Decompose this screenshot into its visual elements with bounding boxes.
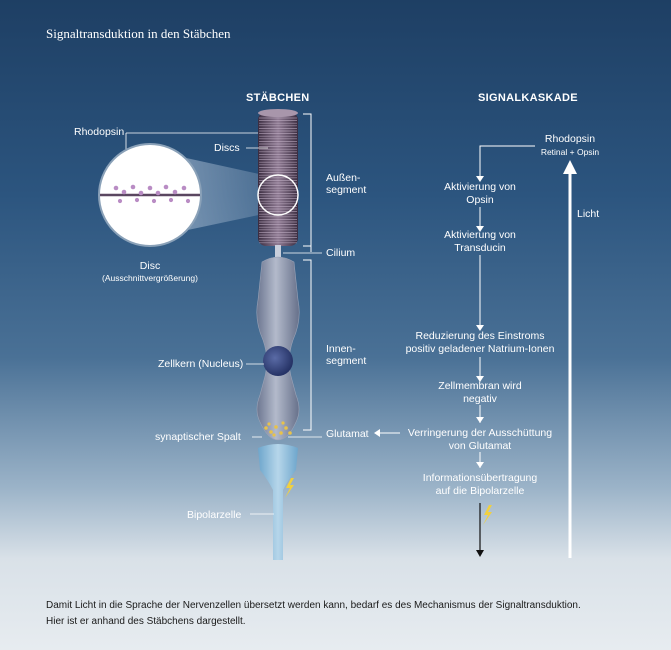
cascade-step-2: Aktivierung von Transducin [380, 229, 580, 255]
page-title: Signaltransduktion in den Stäbchen [46, 26, 231, 41]
outer-segment-bracket [303, 113, 312, 247]
outer-segment-discs [258, 109, 298, 246]
label-inner-segment-1: Innen- [326, 343, 356, 355]
header-rod: STÄBCHEN [246, 92, 310, 104]
inner-segment-bracket [303, 259, 312, 431]
cascade-rhodopsin: Rhodopsin [544, 133, 596, 145]
label-cilium: Cilium [326, 247, 356, 259]
cascade-step-3-line1: Reduzierung des Einstroms [415, 330, 545, 342]
cascade-step-1-line2: Opsin [466, 194, 494, 206]
label-disc-note: (Ausschnittvergrößerung) [102, 273, 198, 283]
arrow-rhodopsin-to-opsin [479, 145, 535, 176]
label-outer-segment-1: Außen- [326, 172, 361, 184]
cascade-step-2-line2: Transducin [454, 242, 506, 254]
cascade-step-1-line1: Aktivierung von [444, 181, 516, 193]
nucleus [263, 346, 293, 376]
label-synaptic-cleft: synaptischer Spalt [155, 431, 241, 443]
label-disc: Disc [139, 260, 161, 272]
bipolar-cell [258, 444, 298, 560]
cascade-step-4-line1: Zellmembran wird [438, 380, 522, 392]
cascade-step-6-line1: Informationsübertragung [422, 472, 538, 484]
label-bipolar-cell: Bipolarzelle [187, 509, 242, 521]
cascade-step-4: Zellmembran wird negativ [380, 380, 580, 406]
footer-line-2: Hier ist er anhand des Stäbchens dargest… [46, 616, 246, 627]
cascade-step-2-line1: Aktivierung von [444, 229, 516, 241]
cascade-step-4-line2: negativ [463, 393, 497, 405]
cascade-step-3: Reduzierung des Einstroms positiv gelade… [365, 330, 595, 356]
footer-text: Damit Licht in die Sprache der Nervenzel… [46, 598, 646, 630]
rod-magnify-ring [257, 174, 299, 216]
disc-magnifier [98, 143, 202, 247]
footer-line-1: Damit Licht in die Sprache der Nervenzel… [46, 600, 581, 611]
cascade-step-3-line2: positiv geladener Natrium-Ionen [405, 343, 555, 355]
cilium [275, 245, 281, 257]
cascade-light: Licht [577, 208, 600, 220]
cascade-step-1: Aktivierung von Opsin [380, 181, 580, 207]
label-nucleus: Zellkern (Nucleus) [158, 358, 244, 370]
cascade-step-5-line2: von Glutamat [448, 440, 512, 452]
label-inner-segment-2: segment [326, 355, 367, 367]
cascade-rhodopsin-sub: Retinal + Opsin [540, 147, 600, 157]
cascade-step-6-line2: auf die Bipolarzelle [435, 485, 525, 497]
label-outer-segment-2: segment [326, 184, 367, 196]
cascade-step-6: Informationsübertragung auf die Bipolarz… [380, 472, 580, 498]
cascade-step-5-line1: Verringerung der Ausschüttung [407, 427, 553, 439]
header-cascade: SIGNALKASKADE [478, 92, 578, 104]
glutamate-vesicles [264, 421, 292, 437]
label-rhodopsin: Rhodopsin [74, 126, 125, 138]
cascade-step-5: Verringerung der Ausschüttung von Glutam… [390, 427, 570, 453]
lightning-icon [285, 478, 294, 498]
label-discs: Discs [214, 142, 240, 154]
lightning-icon-cascade [483, 505, 492, 525]
label-glutamate: Glutamat [326, 428, 369, 440]
